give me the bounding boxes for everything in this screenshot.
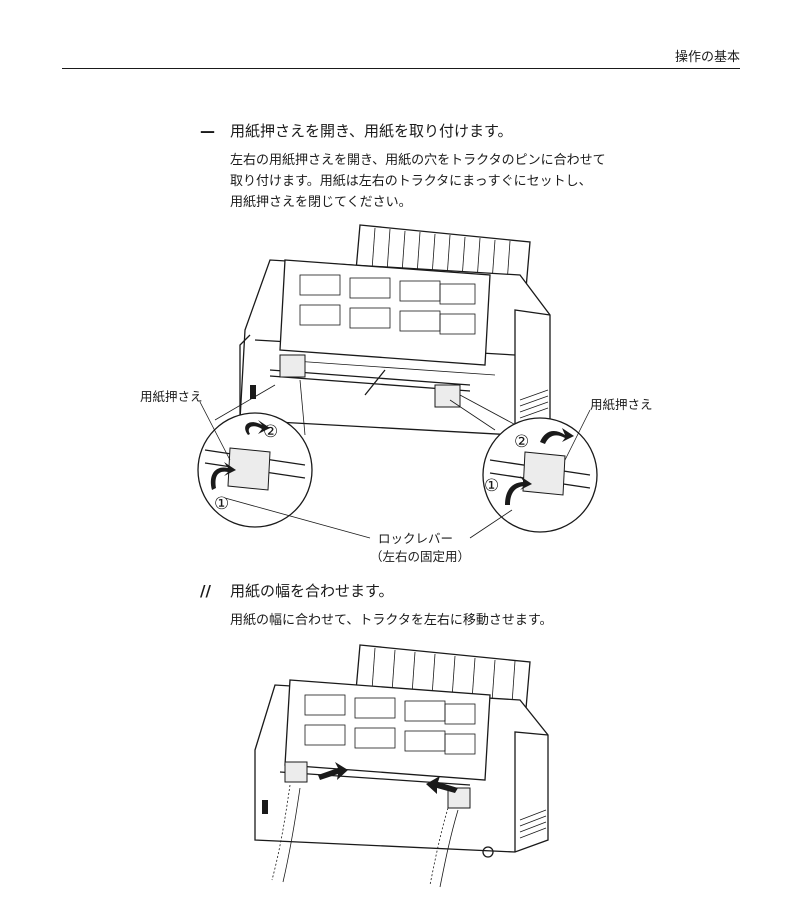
left-circle-2: ② [263, 422, 279, 442]
step-1-description: 左右の用紙押さえを開き、用紙の穴をトラクタのピンに合わせて 取り付けます。用紙は… [230, 150, 606, 213]
figure-2-printer-width [254, 644, 549, 888]
label-paper-holder-right: 用紙押さえ [590, 397, 653, 412]
right-arrow-lock [505, 476, 532, 505]
step-2-description: 用紙の幅に合わせて、トラクタを左右に移動させます。 [230, 610, 553, 631]
step-1-title-row: — 用紙押さえを開き、用紙を取り付けます。 [200, 120, 512, 141]
label-lock-lever-note: （左右の固定用） [370, 549, 471, 564]
label-paper-holder-left: 用紙押さえ [140, 389, 203, 404]
right-circle-1: ① [484, 476, 500, 496]
step-2-title: 用紙の幅を合わせます。 [230, 582, 394, 600]
right-circle-2: ② [514, 432, 530, 452]
tractor-cover-2 [284, 679, 491, 781]
step-1-line-3: 用紙押さえを閉じてください。 [230, 195, 412, 210]
step-2-marker: // [200, 582, 211, 600]
step-1-marker: — [200, 122, 215, 140]
arrow-right [318, 762, 348, 780]
step-1-line-2: 取り付けます。用紙は左右のトラクタにまっすぐにセットし、 [230, 174, 592, 189]
step-2-line-1: 用紙の幅に合わせて、トラクタを左右に移動させます。 [230, 613, 553, 628]
step-1-line-1: 左右の用紙押さえを開き、用紙の穴をトラクタのピンに合わせて [230, 153, 606, 168]
header-title: 操作の基本 [674, 50, 740, 65]
figure-1-printer-tractor [197, 224, 598, 539]
arrow-left [426, 776, 458, 794]
left-tractor-2 [284, 761, 308, 783]
left-arrow-open [245, 420, 270, 435]
step-1-title: 用紙押さえを開き、用紙を取り付けます。 [230, 122, 513, 140]
right-tractor [434, 384, 461, 408]
left-circle-1: ① [214, 494, 230, 514]
left-arrow-lock [210, 462, 236, 490]
label-lock-lever: ロックレバー [378, 531, 454, 546]
right-arrow-open [540, 428, 574, 444]
tractor-cover [279, 259, 491, 366]
left-tractor [279, 354, 306, 378]
page-header: 操作の基本 [62, 42, 740, 69]
right-paper-holder [522, 451, 566, 496]
right-tractor-2 [447, 787, 471, 809]
step-2-title-row: // 用紙の幅を合わせます。 [200, 580, 394, 601]
